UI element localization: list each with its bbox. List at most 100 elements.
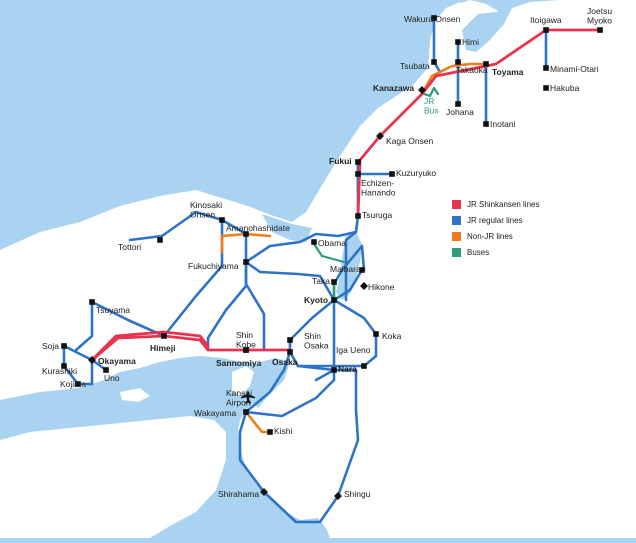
- station-label-tsubata: Tsubata: [400, 61, 430, 71]
- line-hanwa: [244, 350, 292, 414]
- station-label-nara: Nara: [338, 364, 357, 374]
- station-label-himi: Himi: [462, 37, 479, 47]
- station-marker-koka: [373, 331, 379, 337]
- station-label-himeji: Himeji: [150, 343, 176, 353]
- line-kishin: [90, 300, 166, 338]
- station-label-obama: Obama: [318, 238, 346, 248]
- station-marker-obama: [311, 239, 317, 245]
- station-label-soja: Soja: [42, 341, 59, 351]
- station-marker-toyama: [483, 61, 489, 67]
- legend-swatch-non-jr: [452, 231, 461, 241]
- line-hokuriku-shinkansen: [356, 28, 602, 218]
- station-marker-himi: [455, 39, 461, 45]
- station-marker-shirahama: [260, 488, 268, 496]
- station-label-osaka: Osaka: [272, 357, 298, 367]
- station-label-johana: Johana: [446, 107, 474, 117]
- station-marker-osaka: [287, 349, 293, 355]
- line-kitc-tango: [220, 232, 272, 254]
- line-sakurai: [332, 368, 358, 412]
- osaka-bay: [250, 358, 290, 408]
- station-marker-kojima: [75, 381, 81, 387]
- line-sanyo-shinkansen: [90, 334, 292, 362]
- station-marker-kurashiki: [61, 363, 67, 369]
- line-kinokuni: [238, 408, 360, 524]
- station-label-amanohashidate: Amanohashidate: [226, 223, 290, 233]
- station-label-hakuba: Hakuba: [550, 83, 580, 93]
- line-kyoto-osaka: [288, 298, 336, 354]
- station-marker-shingu: [334, 492, 342, 500]
- station-label-takaoka: Takaoka: [456, 65, 488, 75]
- station-marker-echizen-hanando: [355, 171, 361, 177]
- station-label-kaga-onsen: Kaga Onsen: [386, 136, 434, 146]
- station-marker-wakayama: [243, 409, 249, 415]
- station-label-fukui: Fukui: [329, 156, 352, 166]
- legend-item-buses: Buses: [452, 244, 562, 260]
- station-label-tottori: Tottori: [118, 242, 141, 252]
- line-san-in: [128, 210, 248, 264]
- station-label-sannomiya: Sannomiya: [216, 358, 262, 368]
- station-marker-kuzuryuko: [389, 171, 395, 177]
- station-label-kanazawa: Kanazawa: [373, 83, 414, 93]
- station-marker-iga-ueno: [361, 363, 367, 369]
- legend-label-shinkansen: JR Shinkansen lines: [467, 199, 540, 209]
- legend-label-jr-regular: JR regular lines: [467, 215, 523, 225]
- station-label-okayama: Okayama: [98, 356, 136, 366]
- station-label-koka: Koka: [382, 331, 402, 341]
- station-label-toyama: Toyama: [492, 67, 524, 77]
- line-ainokaze: [420, 62, 488, 96]
- legend-item-shinkansen: JR Shinkansen lines: [452, 196, 562, 212]
- line-biwako: [332, 268, 364, 302]
- line-kansai: [288, 350, 336, 382]
- station-label-shingu: Shingu: [344, 489, 371, 499]
- station-label-kishi: Kishi: [274, 426, 293, 436]
- station-label-uno: Uno: [104, 373, 120, 383]
- station-label-inotani: Inotani: [490, 119, 516, 129]
- line-sagano: [244, 260, 336, 302]
- station-marker-sannomiya: [243, 347, 249, 353]
- station-label-echizen-hanando: Echizen-Hanando: [361, 178, 396, 198]
- legend-swatch-buses: [452, 247, 461, 257]
- legend-item-non-jr: Non-JR lines: [452, 228, 562, 244]
- line-tsuyama: [74, 300, 94, 352]
- station-marker-taka: [331, 279, 337, 285]
- station-markers: [61, 15, 603, 500]
- bus-obama: [312, 242, 346, 264]
- legend-label-non-jr: Non-JR lines: [467, 231, 513, 241]
- line-kusatsu: [296, 298, 378, 368]
- station-marker-himeji: [161, 333, 167, 339]
- station-marker-maibara: [359, 267, 365, 273]
- station-label-tsuruga: Tsuruga: [362, 210, 393, 220]
- station-marker-kaga-onsen: [376, 132, 384, 140]
- station-label-maibara: Maibara: [330, 264, 361, 274]
- lake-biwa: [336, 232, 362, 300]
- station-marker-shin-osaka: [287, 337, 293, 343]
- line-fukuchiyama-branch: [244, 260, 266, 352]
- bus-lines: [312, 86, 440, 302]
- station-marker-tottori: [157, 237, 163, 243]
- station-label-wakura-onsen: Wakura Onsen: [404, 14, 461, 24]
- legend: JR Shinkansen lines JR regular lines Non…: [452, 196, 562, 260]
- station-marker-uno: [103, 367, 109, 373]
- station-marker-nara: [331, 367, 337, 373]
- shinkansen-lines: [90, 28, 602, 362]
- station-marker-itoigawa: [543, 27, 549, 33]
- station-marker-wakura-onsen: [431, 15, 437, 21]
- station-marker-fukuchiyama: [243, 259, 249, 265]
- station-label-itoigawa: Itoigawa: [530, 15, 562, 25]
- station-marker-soja: [61, 343, 67, 349]
- station-marker-hakuba: [543, 85, 549, 91]
- station-marker-joetsu-myoko: [597, 27, 603, 33]
- legend-item-jr-regular: JR regular lines: [452, 212, 562, 228]
- station-label-fukuchiyama: Fukuchiyama: [188, 261, 239, 271]
- line-fukuchiyama-west: [162, 250, 224, 338]
- station-marker-tsuyama: [89, 299, 95, 305]
- station-label-shirahama: Shirahama: [218, 489, 259, 499]
- line-sanyo-shinkansen-upper: [90, 330, 210, 362]
- station-label-iga-ueno: Iga Ueno: [336, 345, 371, 355]
